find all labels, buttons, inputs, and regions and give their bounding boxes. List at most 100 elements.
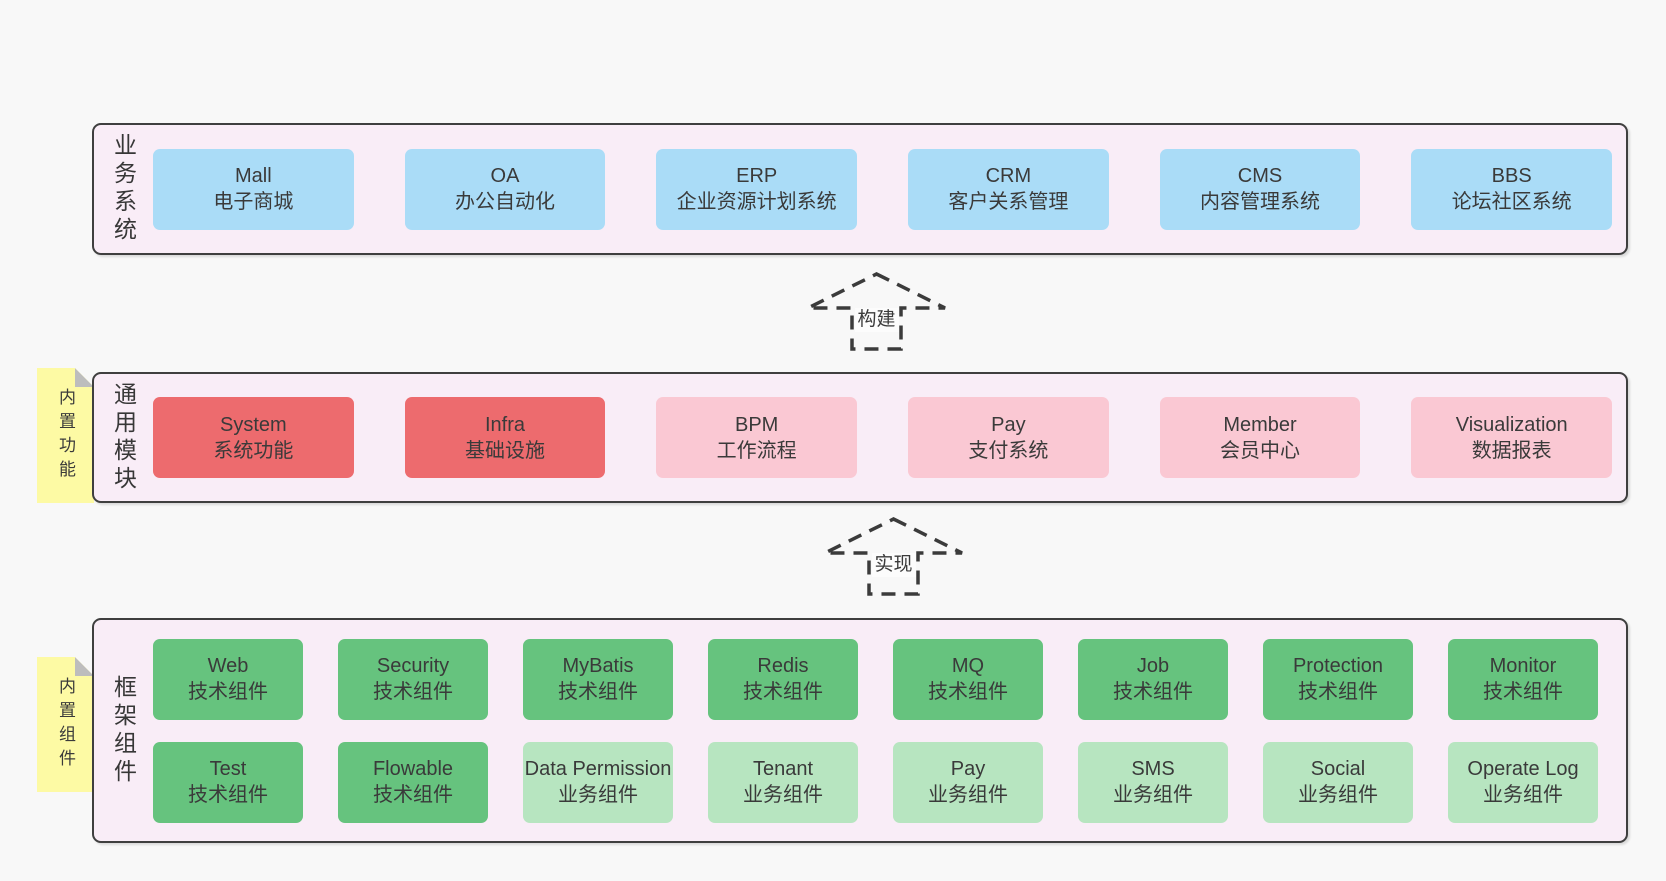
box-title: System bbox=[219, 413, 287, 436]
box-cms: CMS 内容管理系统 bbox=[1159, 148, 1361, 230]
box-protection: Protection 技术组件 bbox=[1263, 638, 1413, 720]
box-title: Social bbox=[1310, 758, 1366, 780]
band-framework-components: 框架组件 Web 技术组件 Security 技术组件 MyBatis 技术组件… bbox=[92, 618, 1628, 843]
box-subtitle: 业务组件 bbox=[928, 784, 1008, 806]
box-mybatis: MyBatis 技术组件 bbox=[523, 638, 673, 720]
box-subtitle: 办公自动化 bbox=[455, 191, 555, 213]
box-test: Test 技术组件 bbox=[153, 741, 303, 823]
box-subtitle: 工作流程 bbox=[716, 439, 797, 462]
box-pay-component: Pay 业务组件 bbox=[893, 741, 1043, 823]
box-subtitle: 业务组件 bbox=[1113, 784, 1193, 806]
box-monitor: Monitor 技术组件 bbox=[1448, 638, 1598, 720]
box-title: OA bbox=[490, 165, 520, 187]
band-components-label: 框架组件 bbox=[110, 674, 137, 787]
box-subtitle: 基础设施 bbox=[465, 439, 545, 462]
box-subtitle: 业务组件 bbox=[558, 784, 638, 806]
band-business-systems: 业务系统 Mall 电子商城 OA 办公自动化 ERP 企业资源计划系统 CRM… bbox=[92, 123, 1628, 255]
box-title: Redis bbox=[757, 655, 809, 677]
band-business-content: Mall 电子商城 OA 办公自动化 ERP 企业资源计划系统 CRM 客户关系… bbox=[153, 125, 1626, 253]
box-title: SMS bbox=[1131, 758, 1175, 780]
box-title: Pay bbox=[991, 413, 1026, 436]
band-common-modules: 通用模块 System 系统功能 Infra 基础设施 BPM 工作流程 Pay… bbox=[92, 372, 1628, 503]
box-sms: SMS 业务组件 bbox=[1078, 741, 1228, 823]
box-subtitle: 内容管理系统 bbox=[1200, 191, 1321, 213]
box-title: MQ bbox=[951, 655, 985, 677]
band-modules-label: 通用模块 bbox=[110, 381, 137, 494]
box-crm: CRM 客户关系管理 bbox=[908, 148, 1109, 230]
box-mall: Mall 电子商城 bbox=[153, 148, 354, 230]
components-row-1: Web 技术组件 Security 技术组件 MyBatis 技术组件 Redi… bbox=[153, 638, 1598, 720]
box-title: Protection bbox=[1292, 655, 1384, 677]
components-row-2: Test 技术组件 Flowable 技术组件 Data Permission … bbox=[153, 741, 1598, 823]
box-subtitle: 系统功能 bbox=[213, 439, 294, 462]
box-subtitle: 业务组件 bbox=[1483, 784, 1563, 806]
box-pay-system: Pay 支付系统 bbox=[908, 397, 1109, 478]
box-subtitle: 技术组件 bbox=[928, 681, 1008, 703]
box-system: System 系统功能 bbox=[153, 397, 354, 478]
box-erp: ERP 企业资源计划系统 bbox=[656, 148, 858, 230]
build-arrow-label: 构建 bbox=[854, 308, 899, 332]
box-bbs: BBS 论坛社区系统 bbox=[1411, 148, 1613, 230]
box-title: Flowable bbox=[372, 758, 454, 780]
box-title: Security bbox=[376, 655, 450, 677]
box-subtitle: 电子商城 bbox=[213, 191, 294, 213]
box-subtitle: 论坛社区系统 bbox=[1451, 191, 1572, 213]
sticky-note-builtin-components: 内置组件 bbox=[37, 657, 94, 792]
box-infra: Infra 基础设施 bbox=[404, 397, 606, 478]
box-tenant: Tenant 业务组件 bbox=[708, 741, 858, 823]
box-subtitle: 技术组件 bbox=[373, 784, 453, 806]
box-member: Member 会员中心 bbox=[1159, 397, 1361, 478]
box-title: Test bbox=[209, 758, 247, 780]
box-job: Job 技术组件 bbox=[1078, 638, 1228, 720]
box-subtitle: 技术组件 bbox=[373, 681, 453, 703]
box-subtitle: 业务组件 bbox=[743, 784, 823, 806]
box-subtitle: 技术组件 bbox=[188, 681, 268, 703]
box-title: Visualization bbox=[1455, 413, 1568, 436]
band-modules-content: System 系统功能 Infra 基础设施 BPM 工作流程 Pay 支付系统… bbox=[153, 374, 1626, 501]
band-business-label: 业务系统 bbox=[110, 133, 137, 245]
box-title: CRM bbox=[985, 165, 1032, 187]
box-title: Tenant bbox=[752, 758, 814, 780]
sticky-note-builtin-features: 内置功能 bbox=[37, 368, 94, 503]
box-title: ERP bbox=[736, 165, 778, 187]
box-title: BBS bbox=[1491, 165, 1532, 187]
box-title: Mall bbox=[235, 165, 272, 187]
box-mq: MQ 技术组件 bbox=[893, 638, 1043, 720]
box-security: Security 技术组件 bbox=[338, 638, 488, 720]
up-arrow-icon bbox=[824, 517, 963, 596]
up-arrow-icon bbox=[807, 272, 946, 351]
implement-arrow: 实现 bbox=[823, 517, 964, 597]
box-web: Web 技术组件 bbox=[153, 638, 303, 720]
box-subtitle: 支付系统 bbox=[968, 439, 1049, 462]
build-arrow: 构建 bbox=[806, 272, 947, 352]
box-title: Job bbox=[1136, 655, 1170, 677]
box-subtitle: 会员中心 bbox=[1220, 439, 1301, 462]
box-title: Data Permission bbox=[524, 758, 672, 780]
box-subtitle: 业务组件 bbox=[1298, 784, 1378, 806]
box-redis: Redis 技术组件 bbox=[708, 638, 858, 720]
box-flowable: Flowable 技术组件 bbox=[338, 741, 488, 823]
box-social: Social 业务组件 bbox=[1263, 741, 1413, 823]
band-components-content: Web 技术组件 Security 技术组件 MyBatis 技术组件 Redi… bbox=[153, 620, 1626, 841]
box-subtitle: 技术组件 bbox=[558, 681, 638, 703]
box-title: Monitor bbox=[1489, 655, 1557, 677]
box-subtitle: 技术组件 bbox=[743, 681, 823, 703]
box-title: Member bbox=[1223, 413, 1297, 436]
box-title: Pay bbox=[950, 758, 986, 780]
box-subtitle: 技术组件 bbox=[1483, 681, 1563, 703]
box-title: Web bbox=[207, 655, 249, 677]
box-subtitle: 技术组件 bbox=[1298, 681, 1378, 703]
box-subtitle: 技术组件 bbox=[188, 784, 268, 806]
box-subtitle: 技术组件 bbox=[1113, 681, 1193, 703]
box-operate-log: Operate Log 业务组件 bbox=[1448, 741, 1598, 823]
box-title: MyBatis bbox=[562, 655, 634, 677]
box-subtitle: 数据报表 bbox=[1471, 439, 1552, 462]
box-subtitle: 企业资源计划系统 bbox=[676, 191, 837, 213]
box-subtitle: 客户关系管理 bbox=[948, 191, 1069, 213]
box-title: CMS bbox=[1237, 165, 1283, 187]
box-data-permission: Data Permission 业务组件 bbox=[523, 741, 673, 823]
box-visualization: Visualization 数据报表 bbox=[1411, 397, 1613, 478]
box-oa: OA 办公自动化 bbox=[404, 148, 606, 230]
box-title: BPM bbox=[735, 413, 779, 436]
